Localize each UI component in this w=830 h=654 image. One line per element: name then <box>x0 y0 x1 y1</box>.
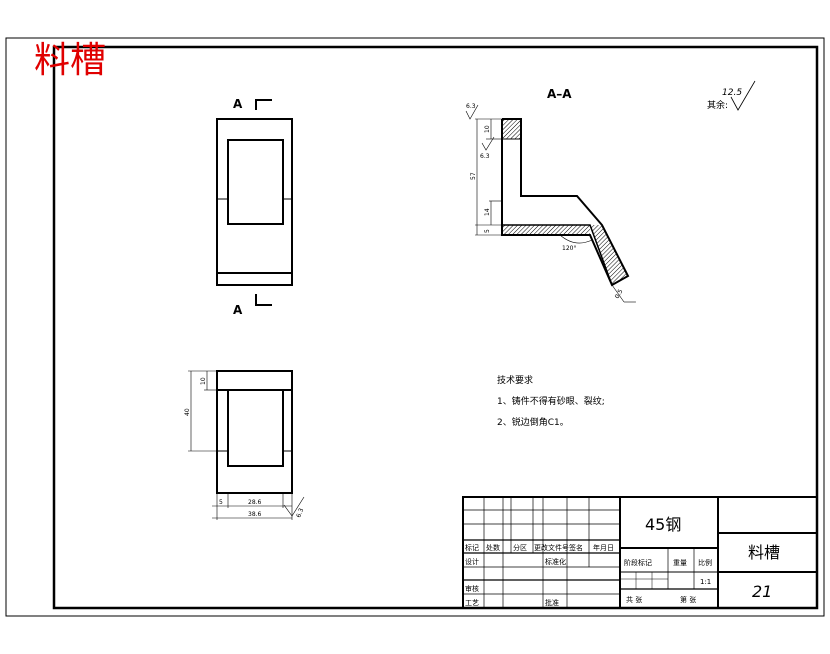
section-arrow-top <box>255 99 272 110</box>
tb-part-name: 料槽 <box>748 543 780 562</box>
outer-border <box>5 37 825 617</box>
tb-weight-label: 重量 <box>673 559 687 567</box>
section-view: A–A 10 57 14 5 6.3 6.3 120° 0.5 <box>465 87 636 303</box>
roughness-note-value: 12.5 <box>722 88 742 98</box>
tb-total-sheets: 共 张 <box>626 595 642 604</box>
dim-height-top: 10 <box>200 377 207 385</box>
dim-width-inner: 28.6 <box>248 499 262 506</box>
tb-header-5: 年月日 <box>593 543 614 552</box>
tb-row-review: 审核 <box>465 584 479 593</box>
tech-requirement-2: 2、锐边倒角C1。 <box>497 416 569 428</box>
roughness-symbol-mid <box>481 136 495 151</box>
dim-width-total: 38.6 <box>248 511 262 518</box>
front-view: 40 10 5 28.6 38.6 6.3 <box>184 370 305 520</box>
front-view-pocket <box>227 389 284 467</box>
roughness-note: 其余: 12.5 <box>707 80 756 111</box>
top-view-opening <box>227 139 284 225</box>
tb-row-approve: 批准 <box>545 598 559 607</box>
tb-header-4: 签名 <box>569 543 583 552</box>
tb-row-design: 设计 <box>465 557 479 566</box>
dim-d5: 5 <box>484 229 491 233</box>
roughness-symbol-top <box>465 104 479 120</box>
tech-requirements: 技术要求 1、铸件不得有砂眼、裂纹; 2、锐边倒角C1。 <box>497 374 605 428</box>
page-title: 料槽 <box>34 40 106 81</box>
section-outline <box>501 118 630 287</box>
title-block: 标记 处数 分区 更改文件号 签名 年月日 设计 标准化 审核 工艺 批准 45… <box>462 496 818 609</box>
roughness-note-label: 其余: <box>707 99 728 111</box>
section-mark-bottom: A <box>233 303 243 317</box>
tb-row-standard: 标准化 <box>545 557 566 566</box>
tb-scale-label: 比例 <box>698 558 712 567</box>
top-view: A A <box>216 97 293 317</box>
dim-d14: 14 <box>484 208 491 216</box>
tb-row-process: 工艺 <box>465 599 479 607</box>
tech-requirements-title: 技术要求 <box>497 374 533 386</box>
tb-header-0: 标记 <box>465 543 479 552</box>
dim-roughness-mid: 6.3 <box>480 153 490 160</box>
tech-requirement-1: 1、铸件不得有砂眼、裂纹; <box>497 395 605 407</box>
top-view-outline <box>216 118 293 286</box>
tb-header-2: 分区 <box>513 543 527 552</box>
dim-d10: 10 <box>484 125 491 133</box>
dim-angle: 120° <box>562 245 576 252</box>
drawing-frame <box>52 45 819 610</box>
tb-scale: 1:1 <box>700 578 711 586</box>
roughness-note-symbol <box>730 80 756 111</box>
tb-header-1: 处数 <box>486 543 500 552</box>
dim-d0-5: 0.5 <box>614 288 625 300</box>
section-arrow-bottom <box>255 294 272 306</box>
front-view-outline <box>216 370 293 494</box>
dim-roughness-front: 6.3 <box>295 507 305 519</box>
tb-drawing-number: 21 <box>752 582 772 601</box>
tb-stage-label: 阶段标记 <box>624 558 652 567</box>
dim-d57: 57 <box>470 172 477 180</box>
dim-offset-left: 5 <box>219 499 223 506</box>
tb-material: 45钢 <box>645 515 681 534</box>
dim-height-total: 40 <box>184 408 191 416</box>
tb-header-3: 更改文件号 <box>534 543 569 552</box>
section-mark-top: A <box>233 97 243 111</box>
dim-roughness-top: 6.3 <box>466 103 476 110</box>
tb-sheet-no: 第 张 <box>680 595 696 604</box>
roughness-symbol-front <box>283 496 305 517</box>
section-title: A–A <box>547 87 572 101</box>
